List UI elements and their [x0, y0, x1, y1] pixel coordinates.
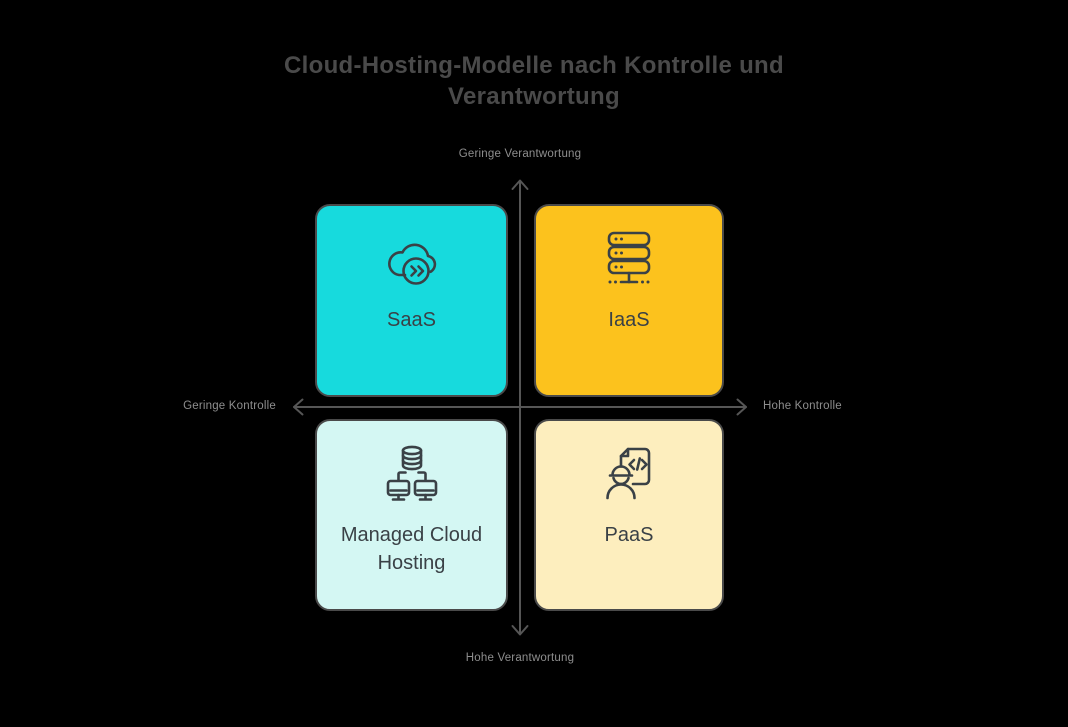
quadrant-label-iaas: IaaS: [608, 309, 650, 331]
developer-code-document-icon: [606, 447, 651, 500]
cloud-fast-forward-icon: [387, 243, 436, 285]
axis-label-bottom: Hohe Verantwortung: [465, 652, 575, 664]
quadrant-label-saas: SaaS: [387, 309, 436, 331]
quadrant-card-iaas: IaaS: [534, 204, 724, 397]
quadrant-card-saas: SaaS: [315, 204, 508, 397]
arrow-down-icon: [511, 625, 529, 636]
quadrant-card-managed-cloud-hosting: Managed Cloud Hosting: [315, 419, 508, 611]
axis-label-left: Geringe Kontrolle: [183, 400, 276, 412]
arrow-left-icon: [293, 398, 304, 416]
server-stack-icon: [607, 231, 651, 284]
arrow-up-icon: [511, 179, 529, 190]
axis-label-right: Hohe Kontrolle: [763, 400, 842, 412]
diagram-title-line2: Verantwortung: [448, 83, 620, 110]
arrow-right-icon: [736, 398, 747, 416]
diagram-title-line1: Cloud-Hosting-Modelle nach Kontrolle und: [284, 52, 784, 79]
quadrant-card-paas: PaaS: [534, 419, 724, 611]
diagram-title: Cloud-Hosting-Modelle nach Kontrolle und…: [0, 50, 1068, 112]
database-monitors-icon: [386, 445, 437, 501]
quadrant-label-paas: PaaS: [604, 524, 654, 546]
quadrant-label-managed-cloud-hosting: Managed Cloud Hosting: [340, 524, 483, 574]
axis-label-top: Geringe Verantwortung: [458, 148, 582, 160]
